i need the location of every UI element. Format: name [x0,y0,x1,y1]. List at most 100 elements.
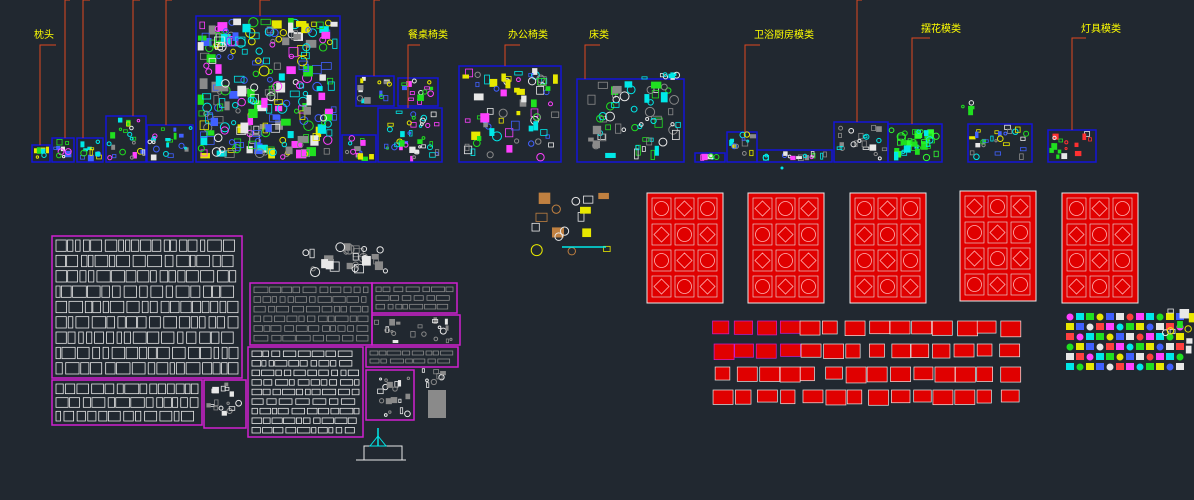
lamp-extra [1167,308,1174,314]
bed-block [592,141,600,150]
lamp-block [1074,150,1082,157]
elevation-row-a [172,346,186,360]
elevation-row-a [67,270,78,283]
frame-elevation-c [203,379,247,429]
leader-bed [584,44,600,79]
elevation-row-g [263,379,273,386]
frame-block-5 [146,124,194,163]
frame-elevation-e [371,282,458,314]
sofa-block [233,75,245,83]
sofa-block [293,108,300,114]
tile-motif [700,201,715,216]
grey-block-cluster [302,249,310,257]
sofa-block [252,70,260,78]
elevation-row-a [163,316,177,329]
block-7 [360,139,366,146]
elevation-row-a [178,316,191,329]
tile-pattern [987,247,1008,270]
block-7 [354,146,361,152]
elevation-row-d [294,296,307,303]
elevation-row-d [295,334,311,342]
sofa-block [325,108,333,115]
elevation-row-d [330,325,336,332]
elevation-row-a [78,331,84,344]
elevation-row-d [335,315,349,323]
tile-pattern [877,249,898,272]
sofa-block [242,23,251,33]
block-3 [80,141,85,148]
elevation-row-a [149,316,161,329]
misc-block [538,192,551,204]
elevation-row-g [312,398,327,405]
elevation-i-block [399,407,404,415]
block-18 [975,142,981,148]
tile-swatch [891,389,911,404]
elevation-row-d [253,325,263,332]
lamp-swatch [1136,363,1144,371]
tile-motif [1091,252,1108,269]
block-18 [973,153,980,161]
bed-block [651,115,662,121]
frame-kitchen-row [756,149,833,163]
elevation-row-a [199,331,211,344]
elevation-row-g [310,379,320,386]
lamp-swatch [1086,363,1094,370]
elevation-row-a [200,239,206,252]
tile-motif [653,278,670,295]
leader-6 [259,0,270,16]
elevation-row-h [386,350,402,356]
tile-swatch [712,389,734,405]
elevation-row-a [203,285,212,298]
bed-block [612,95,620,104]
tile-swatch [868,343,885,358]
office-block [548,142,554,148]
elevation-row-g [283,417,296,424]
sofa-block [312,133,321,141]
lamp-extra [1188,313,1194,323]
elevation-row-a [130,239,140,252]
elevation-row-a [190,254,196,268]
elevation-row-a [126,300,140,314]
elevation-row-b [189,397,199,408]
block-5 [188,126,193,130]
house-body [363,445,403,461]
elevation-row-g [297,350,311,357]
sofa-block [227,53,234,61]
flower-block [916,129,921,134]
lamp-swatch [1136,333,1144,341]
tile-motif [801,227,816,242]
block-13 [700,154,705,161]
flower-block [893,151,899,161]
elevation-row-a [140,239,152,252]
block-13 [708,153,714,159]
elevation-row-a [221,254,234,268]
block-8 [364,97,371,104]
flower-block [910,139,917,145]
sofa-block [326,129,333,137]
sofa-block [319,36,327,44]
sofa-block [228,139,236,146]
block-18 [996,135,1004,143]
dining-block [430,111,437,118]
sofa-block [266,26,274,34]
elevation-row-a [104,239,118,252]
block-18 [1023,130,1030,137]
elevation-row-d [332,296,346,303]
frame-elevation-d [249,282,373,346]
block-8 [386,81,392,87]
elevation-row-d [279,296,286,303]
block-5 [173,127,177,132]
elevation-row-d [317,296,332,303]
kitchen-block [822,151,827,158]
tile-swatch [954,389,976,405]
elevation-row-a [77,346,90,360]
elevation-row-g [262,417,271,424]
office-block [464,118,471,123]
sofa-block [269,114,280,123]
sofa-block [253,125,260,134]
leader-4 [132,0,140,116]
tile-pattern [651,197,672,220]
bed-block [592,125,602,135]
